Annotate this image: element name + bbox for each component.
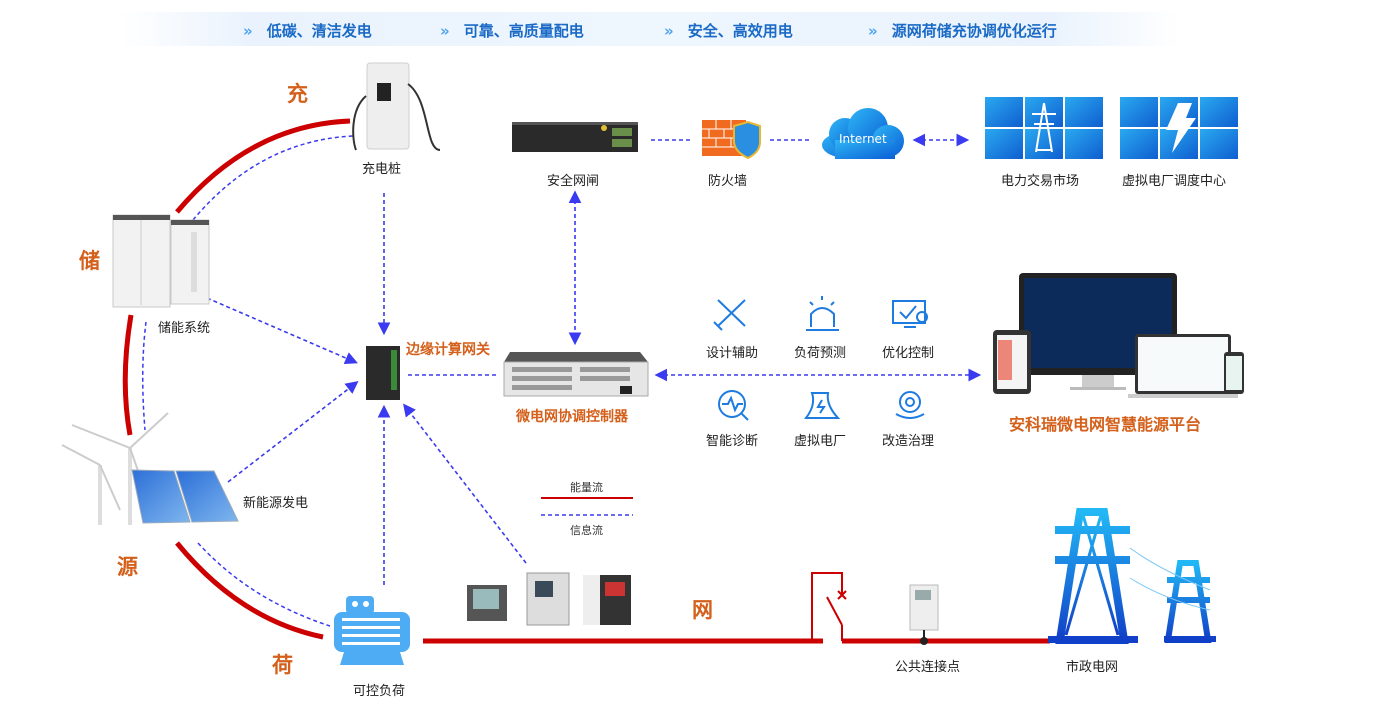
meter-graphic	[909, 584, 939, 645]
banner-item-low-carbon: »低碳、清洁发电	[243, 22, 372, 40]
microgrid-controller-label: 微电网协调控制器	[516, 409, 628, 425]
charging-pile-graphic	[352, 62, 441, 151]
controller-graphic	[503, 352, 649, 397]
double-chevron-icon: »	[868, 22, 878, 40]
pcc-label: 公共连接点	[895, 660, 961, 675]
header-banner	[120, 12, 1180, 46]
ring-label-grid: 网	[692, 598, 713, 622]
cooling-tower-icon	[803, 392, 841, 419]
function-optimize-label: 优化控制	[882, 346, 935, 361]
motor-graphic	[334, 596, 410, 665]
edge-gateway-graphic	[366, 346, 400, 400]
protection-devices-graphic	[467, 572, 631, 626]
monitor-check-icon	[892, 300, 928, 328]
security-gateway-label: 安全网闸	[547, 174, 600, 189]
security-gateway-graphic	[512, 122, 638, 152]
ring-label-charge: 充	[287, 82, 308, 106]
firewall-label: 防火墙	[708, 174, 748, 189]
ruler-pencil-icon	[713, 299, 746, 331]
power-market-graphic	[985, 97, 1103, 159]
info-flow-ring	[141, 135, 355, 627]
diagnosis-search-icon	[718, 390, 749, 421]
controllable-load-label: 可控负荷	[353, 684, 406, 699]
energy-arc-storage-source	[122, 314, 134, 436]
double-chevron-icon: »	[243, 22, 253, 40]
function-forecast-label: 负荷预测	[794, 346, 847, 361]
function-diagnosis-label: 智能诊断	[706, 434, 759, 449]
ring-label-source: 源	[117, 555, 138, 579]
vpp-center-label: 虚拟电厂调度中心	[1122, 174, 1227, 189]
power-market-label: 电力交易市场	[1001, 174, 1080, 189]
info-arc-source-load	[197, 542, 331, 627]
banner-item-coordination: »源网荷储充协调优化运行	[868, 22, 1057, 40]
ring-label-load: 荷	[272, 653, 293, 677]
energy-flow-ring	[122, 118, 1050, 644]
function-design-label: 设计辅助	[706, 346, 759, 361]
renewable-label: 新能源发电	[243, 496, 309, 511]
gear-wrench-icon	[895, 391, 925, 419]
alarm-light-icon	[806, 296, 839, 331]
info-arc-storage-charge	[192, 135, 355, 221]
transmission-towers-graphic	[1048, 508, 1216, 644]
info-arrows	[206, 133, 982, 585]
energy-arc-storage-charge	[175, 118, 351, 214]
ring-label-storage: 储	[79, 249, 100, 273]
banner-item-safe-usage: »安全、高效用电	[664, 22, 793, 40]
legend-energy-label: 能量流	[570, 481, 603, 494]
energy-arc-source-load	[175, 541, 324, 640]
vpp-center-graphic	[1120, 97, 1238, 159]
legend-info-label: 信息流	[570, 524, 603, 537]
internet-label: Internet	[839, 132, 887, 146]
circuit-breaker-symbol	[811, 572, 847, 641]
function-retrofit-label: 改造治理	[882, 434, 935, 449]
info-arc-storage-source	[141, 321, 147, 431]
charging-pile-label: 充电桩	[362, 162, 402, 177]
double-chevron-icon: »	[664, 22, 674, 40]
banner-item-reliable-distribution: »可靠、高质量配电	[440, 22, 584, 40]
storage-system-label: 储能系统	[158, 321, 211, 336]
function-vpp-label: 虚拟电厂	[794, 434, 847, 449]
storage-system-graphic	[112, 214, 210, 308]
edge-gateway-label: 边缘计算网关	[406, 342, 490, 358]
firewall-graphic	[702, 120, 761, 160]
platform-title: 安科瑞微电网智慧能源平台	[1009, 415, 1202, 434]
platform-devices-graphic	[993, 273, 1244, 398]
renewable-graphic	[61, 412, 239, 525]
double-chevron-icon: »	[440, 22, 450, 40]
municipal-grid-label: 市政电网	[1066, 660, 1119, 675]
legend-graphic	[541, 497, 633, 516]
internet-cloud-graphic	[822, 108, 904, 159]
